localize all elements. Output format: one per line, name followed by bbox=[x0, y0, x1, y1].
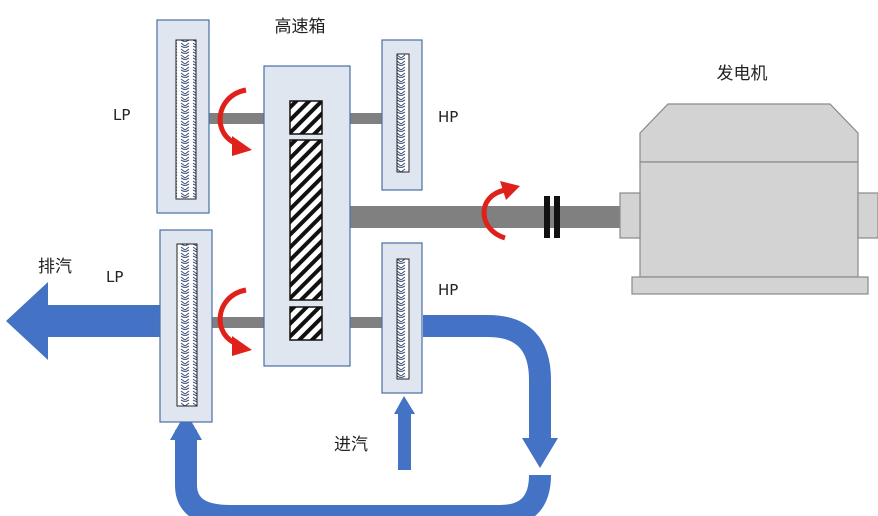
bull-gear bbox=[289, 139, 323, 301]
exhaust-flow-arrow bbox=[6, 282, 162, 360]
hp-lower-label: HP bbox=[438, 281, 458, 299]
lp-turbine-upper-blades bbox=[175, 39, 197, 200]
steam-loop-flow-arrow bbox=[175, 315, 551, 516]
hp-turbine-lower-blades bbox=[396, 258, 410, 380]
rotation-arrow-upper-icon bbox=[217, 87, 252, 156]
lp-inlet-arrowhead bbox=[170, 412, 202, 440]
exhaust-label: 排汽 bbox=[38, 257, 72, 277]
rotation-arrow-lower-icon bbox=[217, 287, 252, 356]
rotation-arrow-output-icon bbox=[481, 181, 520, 241]
generator bbox=[619, 103, 878, 295]
lp-lower-label: LP bbox=[106, 268, 123, 286]
lower-pinion-gear bbox=[289, 306, 323, 341]
generator-label: 发电机 bbox=[717, 64, 768, 84]
loop-down-arrowhead bbox=[522, 438, 558, 468]
gearbox-label: 高速箱 bbox=[275, 17, 326, 37]
steam-inlet-arrow bbox=[394, 396, 415, 470]
lp-turbine-lower-blades bbox=[176, 243, 198, 407]
shaft-coupling bbox=[544, 196, 560, 238]
output-shaft bbox=[326, 206, 626, 228]
hp-turbine-upper-blades bbox=[396, 53, 410, 173]
upper-pinion-gear bbox=[289, 100, 323, 135]
steam-inlet-label: 进汽 bbox=[334, 435, 368, 455]
lp-upper-label: LP bbox=[113, 106, 130, 124]
hp-upper-label: HP bbox=[438, 108, 458, 126]
